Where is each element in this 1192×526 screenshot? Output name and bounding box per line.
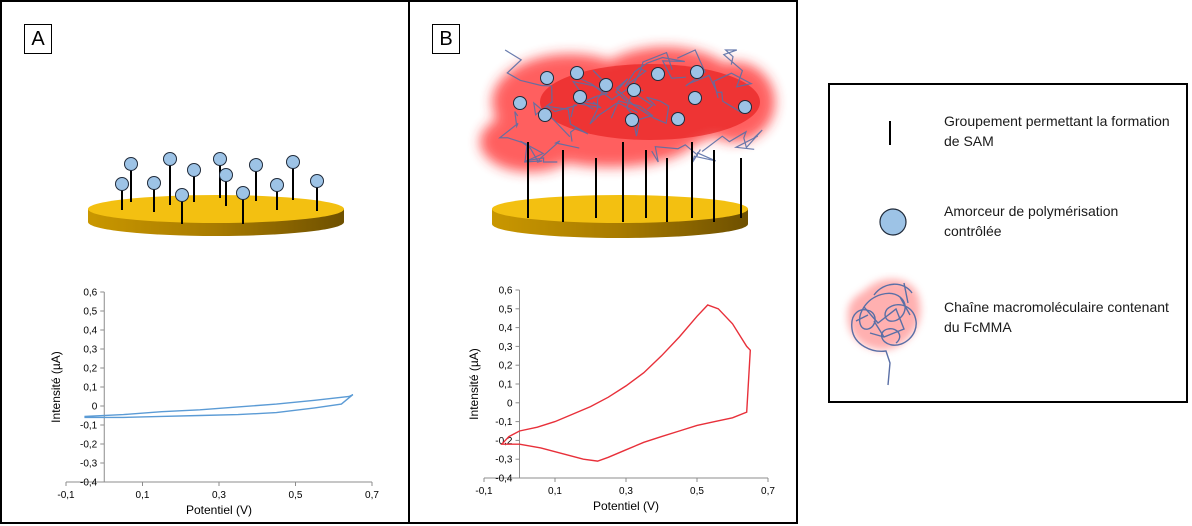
polymer-chain <box>498 111 558 163</box>
initiator-circle <box>690 65 704 79</box>
initiator-circle <box>651 67 665 81</box>
y-tick-label: -0,3 <box>495 455 513 466</box>
initiator-circle <box>599 78 613 92</box>
polymer-chain <box>713 49 753 99</box>
panel-a: -0,4 -0,3 -0,2 -0,1 0 0,1 0,2 0,3 0,4 0,5 0,6 -0,1 0… <box>0 0 410 524</box>
sam-molecules <box>115 152 324 224</box>
y-tick-label: 0,5 <box>83 307 97 318</box>
cv-curve <box>84 393 354 419</box>
y-tick-label: -0,4 <box>80 478 98 489</box>
y-tick-label: 0,2 <box>499 361 513 372</box>
y-tick-label: 0,4 <box>83 326 97 337</box>
y-tick-label: 0,1 <box>499 380 513 391</box>
polymer-chain <box>677 49 743 114</box>
initiator-circle <box>627 83 641 97</box>
initiator-circle <box>671 112 685 126</box>
y-axis-title: Intensité (µA) <box>467 348 481 420</box>
initiator-circle <box>187 163 201 177</box>
initiator-icon <box>879 208 907 236</box>
initiator-circle <box>175 188 189 202</box>
legend-text-chain: Chaîne macromoléculaire contenant du FcM… <box>944 299 1169 335</box>
polymer-chain-icon <box>847 279 921 386</box>
y-tick-label: 0 <box>507 398 513 409</box>
x-tick-label: -0,1 <box>57 490 75 501</box>
sam-group-icon <box>889 121 891 145</box>
initiator-circle <box>310 174 324 188</box>
x-tick-label: 0,1 <box>548 486 562 497</box>
initiator-circle <box>688 91 702 105</box>
cv-chart-a: -0,4 -0,3 -0,2 -0,1 0 0,1 0,2 0,3 0,4 0,5 0,6 -0,1 0… <box>49 288 379 518</box>
y-tick-label: 0 <box>92 402 98 413</box>
panel-label-b: B <box>432 24 460 54</box>
y-tick-label: 0,2 <box>83 364 97 375</box>
legend-text-initiator: Amorceur de polymérisation contrôlée <box>944 203 1119 239</box>
polymer-brushes <box>480 47 775 222</box>
x-tick-label: 0,5 <box>289 490 303 501</box>
x-tick-label: 0,7 <box>365 490 379 501</box>
x-tick-label: 0,3 <box>212 490 226 501</box>
initiator-circle <box>570 66 584 80</box>
y-tick-label: 0,3 <box>499 342 513 353</box>
initiator-circle <box>249 158 263 172</box>
x-tick-label: 0,7 <box>761 486 775 497</box>
initiator-circle <box>115 177 129 191</box>
polymer-chain <box>624 56 687 87</box>
panel-a-scene: -0,4 -0,3 -0,2 -0,1 0 0,1 0,2 0,3 0,4 0,5 0,6 -0,1 0… <box>49 152 379 518</box>
polymer-chain <box>610 91 654 137</box>
y-tick-label: 0,6 <box>499 286 513 297</box>
initiator-circle <box>738 100 752 114</box>
initiator-circle <box>270 178 284 192</box>
initiator-circle <box>163 152 177 166</box>
x-tick-label: -0,1 <box>475 486 493 497</box>
y-tick-label: -0,1 <box>495 417 513 428</box>
polymer-chain <box>701 129 763 152</box>
y-tick-label: -0,2 <box>80 440 98 451</box>
y-tick-label: -0,3 <box>80 459 98 470</box>
gold-electrode <box>492 195 748 238</box>
y-axis-title: Intensité (µA) <box>49 351 63 423</box>
initiator-circle <box>147 176 161 190</box>
cv-curve <box>500 304 752 462</box>
initiator-circle <box>625 113 639 127</box>
y-tick-label: -0,1 <box>80 421 98 432</box>
x-axis-title: Potentiel (V) <box>186 503 252 517</box>
polymer-chains <box>498 49 763 163</box>
polymer-chain <box>504 49 571 138</box>
x-tick-label: 0,1 <box>136 490 150 501</box>
initiator-circle <box>513 96 527 110</box>
y-tick-label: -0,4 <box>495 474 513 485</box>
x-tick-label: 0,5 <box>690 486 704 497</box>
x-tick-label: 0,3 <box>619 486 633 497</box>
gold-electrode <box>88 195 344 236</box>
panel-label-a: A <box>24 24 52 54</box>
initiator-circle <box>286 155 300 169</box>
polymer-chain <box>651 144 717 163</box>
legend: Groupement permettant la formation de SA… <box>828 83 1188 403</box>
y-tick-label: 0,3 <box>83 345 97 356</box>
y-tick-label: 0,1 <box>83 383 97 394</box>
initiator-circle <box>213 152 227 166</box>
initiator-circle <box>236 186 250 200</box>
initiator-circle <box>124 157 138 171</box>
y-tick-label: 0,6 <box>83 288 97 299</box>
polymer-chain <box>546 104 589 142</box>
initiator-circle <box>538 108 552 122</box>
y-tick-label: 0,5 <box>499 304 513 315</box>
y-tick-label: 0,4 <box>499 323 513 334</box>
initiator-circle <box>573 90 587 104</box>
initiator-circle <box>219 168 233 182</box>
legend-text-sam: Groupement permettant la formation de SA… <box>944 113 1170 149</box>
polymer-chain <box>615 78 670 125</box>
initiator-circle <box>540 71 554 85</box>
x-axis-title: Potentiel (V) <box>593 499 659 513</box>
polymer-core <box>540 64 760 140</box>
